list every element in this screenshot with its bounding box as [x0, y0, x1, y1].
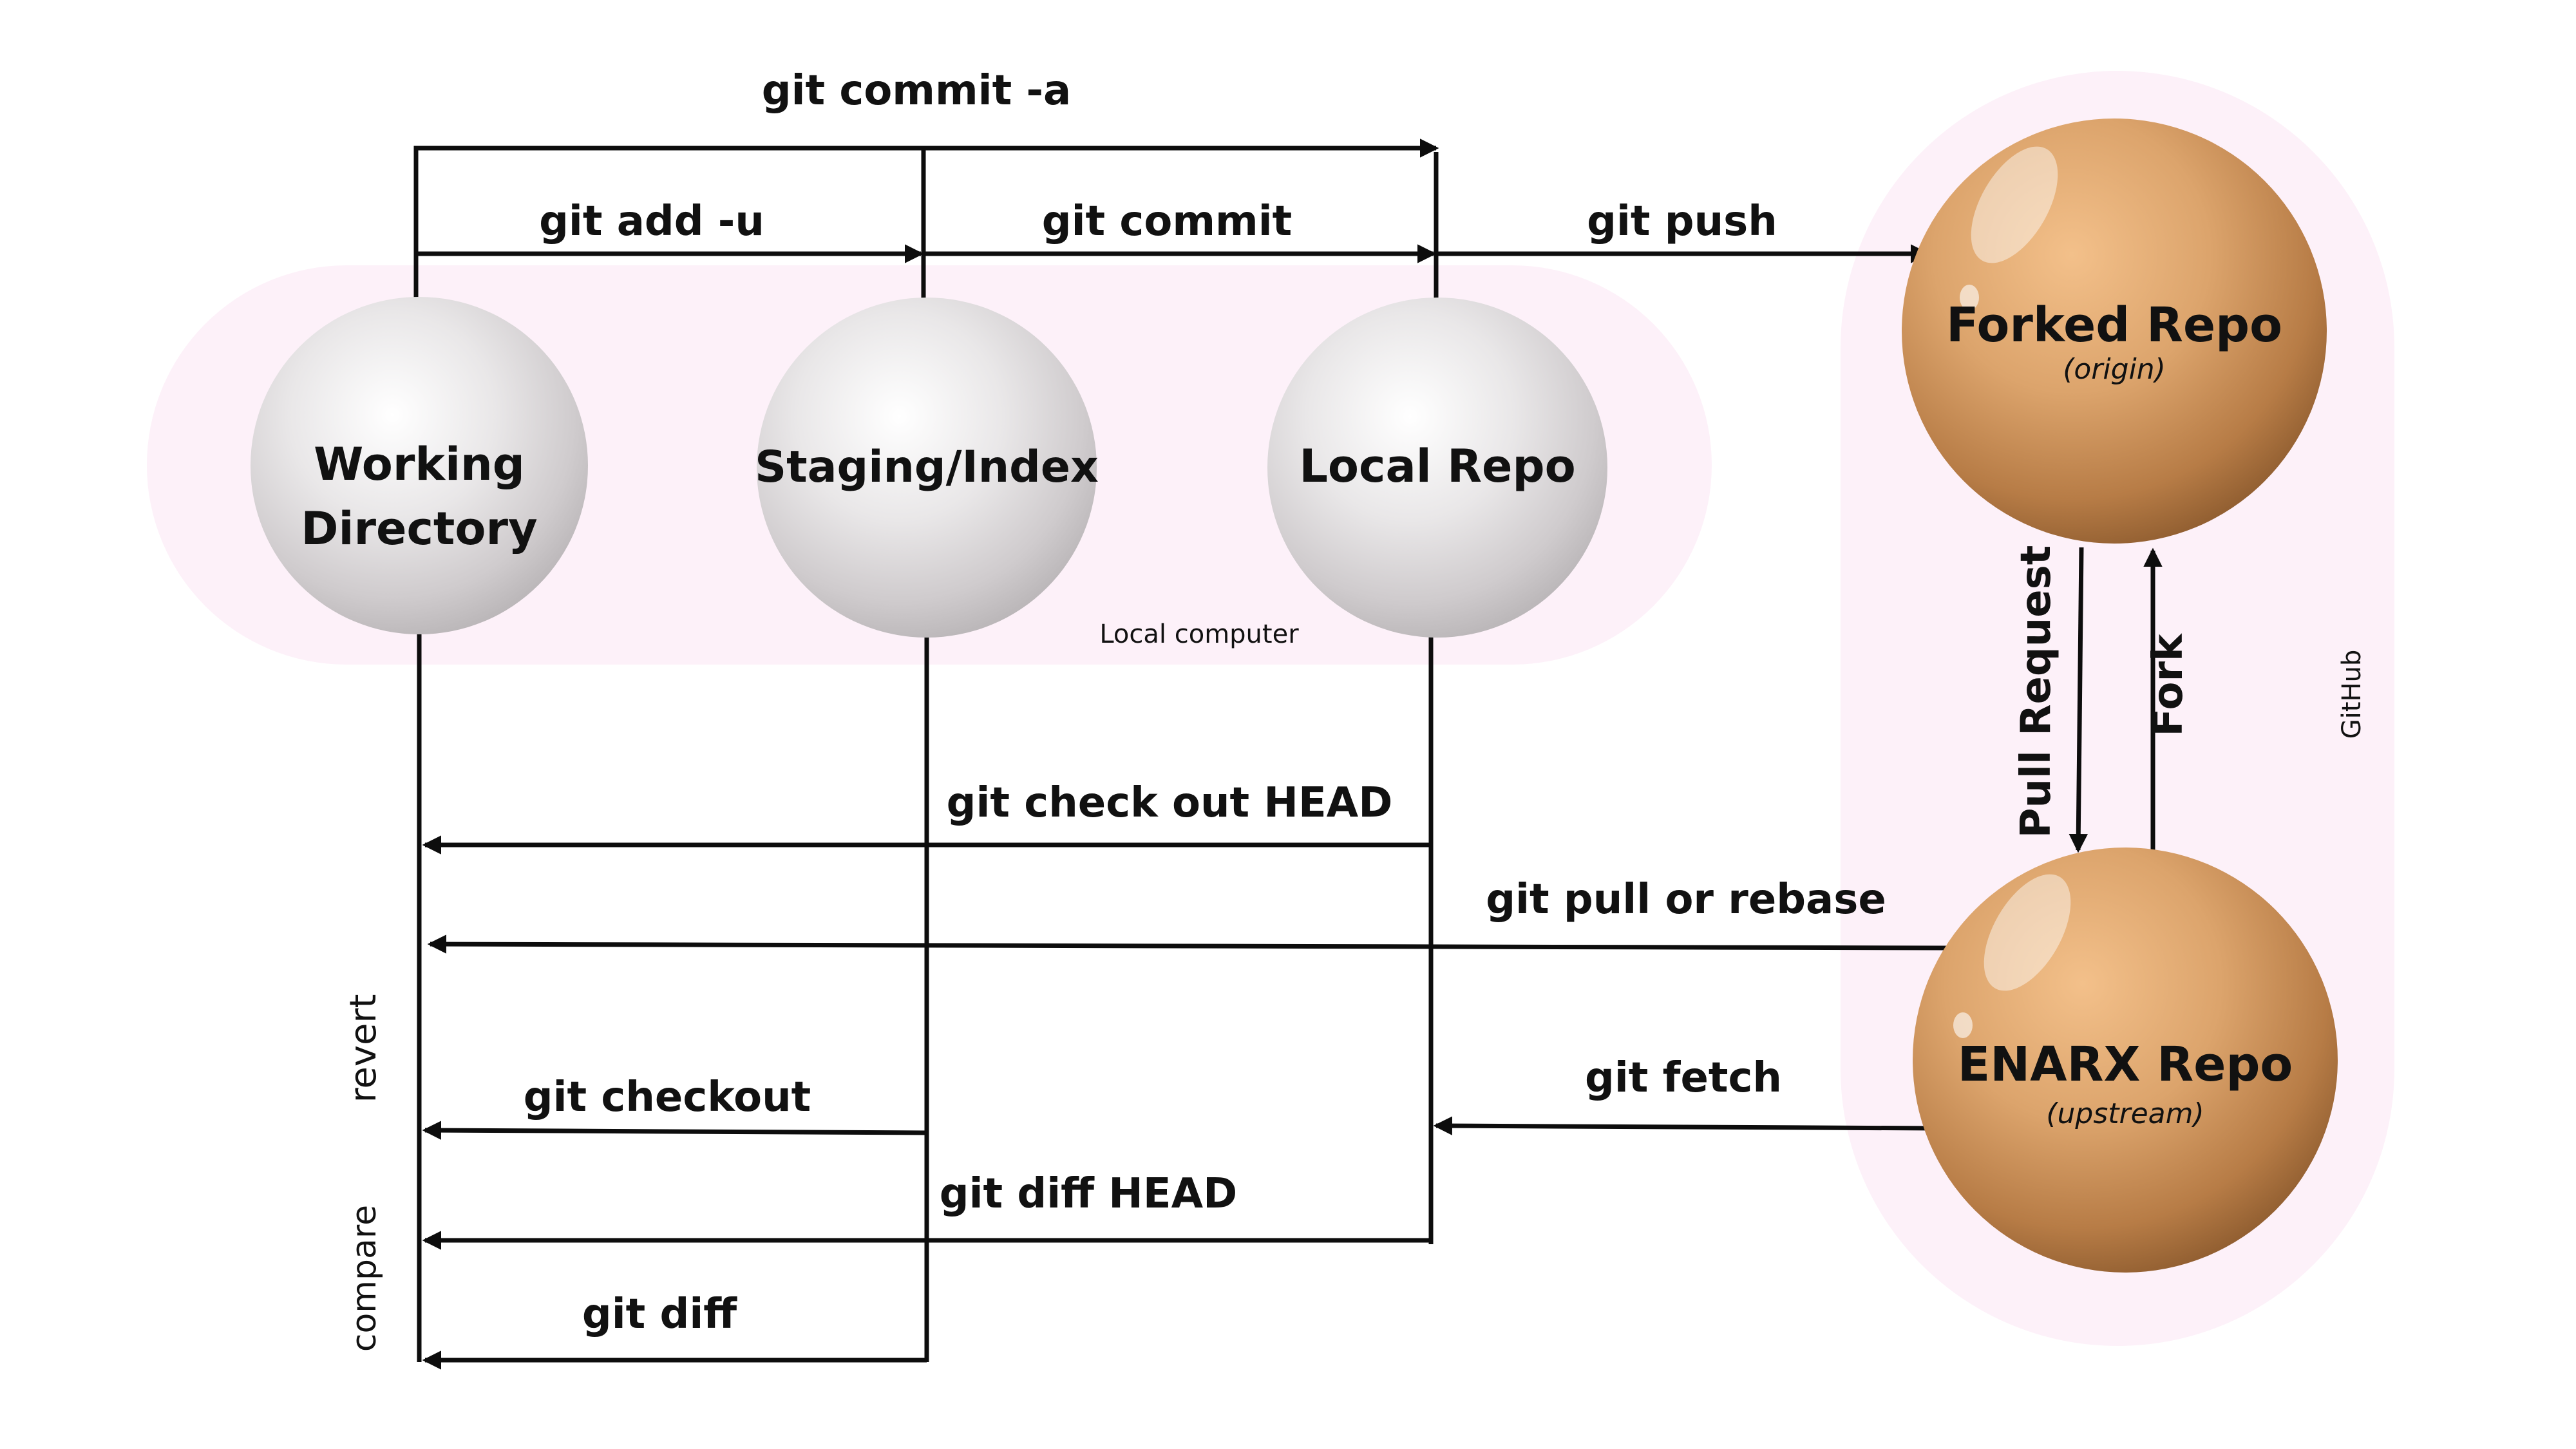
label-git-fetch: git fetch: [1585, 1054, 1782, 1102]
checkout-arrow: [422, 1121, 927, 1140]
compare-label: compare: [345, 1205, 384, 1352]
local-computer-label: Local computer: [1099, 620, 1299, 649]
revert-label: revert: [343, 994, 384, 1103]
commit-a-connector: [413, 138, 1439, 299]
label-fork: Fork: [2145, 633, 2192, 737]
commit-connector: [921, 148, 1437, 299]
working-directory-line1: Working: [314, 438, 525, 491]
local-repo-title: Local Repo: [1299, 440, 1575, 493]
label-git-pull-or-rebase: git pull or rebase: [1486, 876, 1886, 923]
label-git-checkout: git checkout: [524, 1074, 811, 1121]
enarx-repo-sub: (upstream): [2046, 1097, 2204, 1130]
github-label: GitHub: [2337, 650, 2367, 739]
enarx-repo-title: ENARX Repo: [1958, 1037, 2293, 1092]
staging-index-node: Staging/Index: [755, 298, 1099, 638]
label-git-commit: git commit: [1042, 198, 1292, 245]
label-pull-request: Pull Request: [2012, 545, 2060, 838]
forked-repo-node: Forked Repo (origin): [1902, 118, 2327, 544]
enarx-repo-node: ENARX Repo (upstream): [1913, 848, 2338, 1273]
forked-repo-sub: (origin): [2063, 353, 2166, 386]
working-directory-node: Working Directory: [251, 297, 588, 634]
label-git-push: git push: [1587, 198, 1777, 245]
fetch-arrow: [1433, 1116, 1937, 1135]
local-repo-node: Local Repo: [1267, 298, 1607, 638]
label-git-diff: git diff: [582, 1291, 737, 1338]
label-git-add-u: git add -u: [539, 198, 764, 245]
pull-request-arrow: [2069, 547, 2088, 853]
working-directory-line2: Directory: [301, 502, 537, 555]
staging-index-title: Staging/Index: [755, 442, 1099, 493]
label-git-check-out-head: git check out HEAD: [947, 779, 1393, 827]
label-git-commit-a: git commit -a: [762, 67, 1071, 115]
label-git-diff-head: git diff HEAD: [940, 1170, 1237, 1218]
forked-repo-title: Forked Repo: [1946, 298, 2282, 353]
pull-rebase-arrow: [427, 934, 1947, 954]
diff-head-arrow: [422, 1231, 1434, 1250]
